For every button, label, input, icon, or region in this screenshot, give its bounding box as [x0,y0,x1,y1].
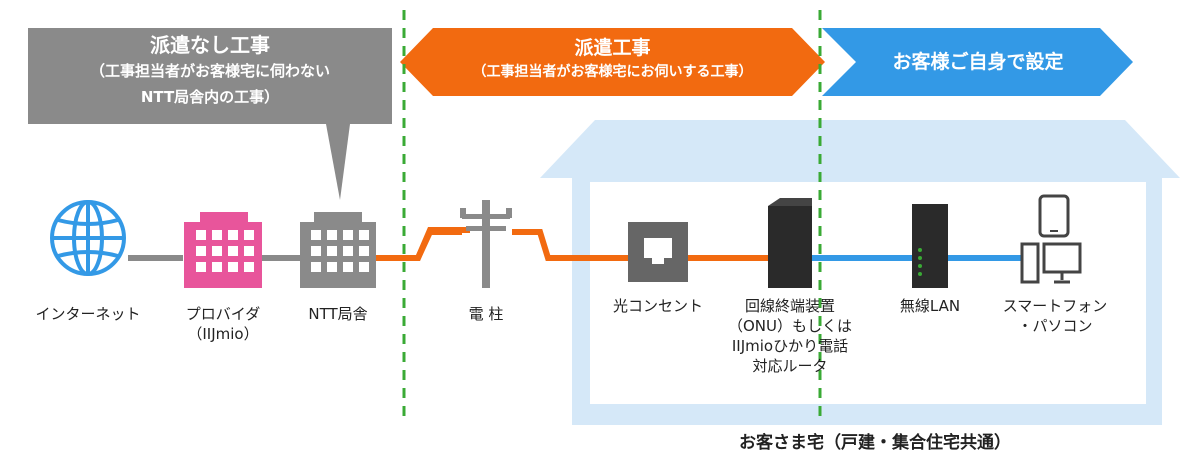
label-onu-line1: 回線終端装置 [744,297,835,315]
orange-banner-text: 派遣工事 （工事担当者がお客様宅にお伺いする工事） [430,35,795,83]
callout-title: 派遣なし工事 [150,33,270,57]
label-ntt: NTT局舎 [308,305,368,323]
orange-banner-sub: （工事担当者がお客様宅にお伺いする工事） [472,64,753,80]
label-provider: プロバイダ （IIJmio） [168,304,278,344]
blue-banner-title: お客様ご自身で設定 [892,51,1064,73]
callout-sub-1: （工事担当者がお客様宅に伺わない [89,62,330,80]
label-devices-line2: ・パソコン [1017,317,1093,335]
label-onu-line4: 対応ルータ [752,357,828,375]
callout-text: 派遣なし工事 （工事担当者がお客様宅に伺わない NTT局舎内の工事） [30,32,390,110]
label-internet: インターネット [35,305,141,323]
house-caption: お客さま宅（戸建・集合住宅共通） [739,433,1011,453]
house-shape [540,120,1180,425]
label-wifi: 無線LAN [899,297,961,315]
smartphone-icon [1038,194,1070,238]
blue-banner [822,28,1133,96]
label-devices: スマートフォン ・パソコン [990,296,1120,336]
wifi-router-icon [912,204,948,288]
orange-line-a [376,229,462,261]
onu-device-icon [768,198,812,288]
pc-icon [1020,242,1082,284]
utility-pole-icon [460,200,512,288]
orange-banner [400,28,825,96]
globe-icon [50,200,126,276]
label-provider-line2: （IIJmio） [187,325,259,343]
ntt-building-icon [300,212,376,288]
label-outlet: 光コンセント [612,297,703,315]
orange-line-b [512,229,628,261]
orange-banner-title: 派遣工事 [574,37,651,59]
label-onu: 回線終端装置 （ONU）もしくは IIJmioひかり電話 対応ルータ [720,296,860,376]
provider-building-icon [184,212,262,288]
label-devices-line1: スマートフォン [1002,297,1108,315]
optical-outlet-icon [628,222,688,282]
label-onu-line3: IIJmioひかり電話 [731,337,849,355]
callout-box [28,28,392,200]
label-onu-line2: （ONU）もしくは [727,317,852,335]
callout-sub-2: NTT局舎内の工事） [140,88,280,106]
label-pole: 電 柱 [468,305,504,323]
label-provider-line1: プロバイダ [185,305,261,323]
